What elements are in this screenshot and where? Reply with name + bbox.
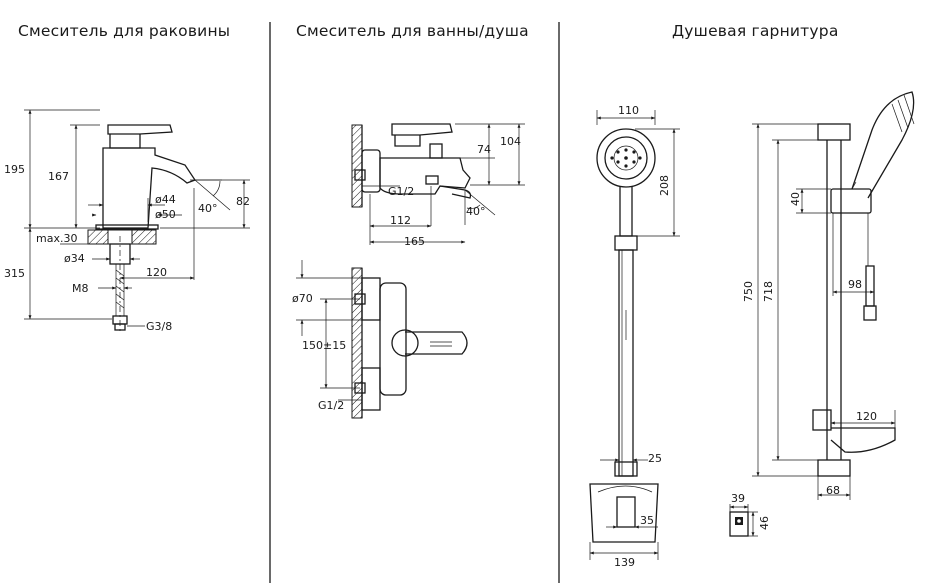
dim-sink-d44: ø44	[155, 193, 176, 206]
dim-shower-98: 98	[848, 278, 862, 291]
dim-shower-68: 68	[826, 484, 840, 497]
bath-mixer-front-drawing	[296, 260, 468, 419]
shower-set-side-drawing	[729, 91, 915, 537]
dim-bath-g12-side: G1/2	[388, 185, 414, 198]
dim-shower-110: 110	[618, 104, 639, 117]
dim-sink-195: 195	[4, 163, 25, 176]
dim-sink-max30: max.30	[36, 232, 77, 245]
dim-shower-25: 25	[648, 452, 662, 465]
dim-bath-g12-front: G1/2	[318, 399, 344, 412]
dim-shower-750: 750	[742, 281, 755, 302]
dim-sink-315: 315	[4, 267, 25, 280]
dim-sink-167: 167	[48, 170, 69, 183]
sink-mixer-drawing	[24, 109, 250, 334]
dim-sink-120: 120	[146, 266, 167, 279]
title-sink-mixer: Смеситель для раковины	[18, 22, 231, 40]
bath-mixer-front-labels: ø70 150±15 G1/2	[292, 292, 346, 412]
dim-bath-150: 150±15	[302, 339, 346, 352]
dim-bracket-39: 39	[731, 492, 745, 505]
dim-bath-74: 74	[477, 143, 491, 156]
dim-bath-angle: 40°	[466, 205, 486, 218]
dim-shower-139: 139	[614, 556, 635, 569]
bath-mixer-side-labels: 104 74 G1/2 40° 112 165	[388, 135, 521, 248]
shower-set-front-labels: 110 208 25 35 139	[614, 104, 671, 569]
dim-bath-d70: ø70	[292, 292, 313, 305]
dim-bath-104: 104	[500, 135, 521, 148]
title-shower-set: Душевая гарнитура	[672, 22, 839, 40]
dim-shower-40: 40	[789, 192, 802, 206]
dim-sink-angle: 40°	[198, 202, 218, 215]
dim-shower-120: 120	[856, 410, 877, 423]
bath-mixer-side-drawing	[351, 123, 525, 245]
dim-shower-208: 208	[658, 175, 671, 196]
dim-bath-112: 112	[390, 214, 411, 227]
title-bath-shower-mixer: Смеситель для ванны/душа	[296, 22, 529, 40]
dim-sink-d50: ø50	[155, 208, 176, 221]
dim-sink-g38: G3/8	[146, 320, 172, 333]
shower-set-front-drawing	[589, 110, 680, 560]
dim-shower-718: 718	[762, 281, 775, 302]
dim-sink-82: 82	[236, 195, 250, 208]
shower-set-side-labels: 40 750 718 98 120 68 39 46	[731, 192, 877, 530]
dim-bracket-46: 46	[758, 516, 771, 530]
dim-shower-35: 35	[640, 514, 654, 527]
dim-sink-d34: ø34	[64, 252, 85, 265]
dim-bath-165: 165	[404, 235, 425, 248]
dim-sink-m8: M8	[72, 282, 89, 295]
sink-mixer-labels: 195 167 ø44 ø50 40° 82 max.30 ø34 120 31…	[4, 163, 250, 333]
